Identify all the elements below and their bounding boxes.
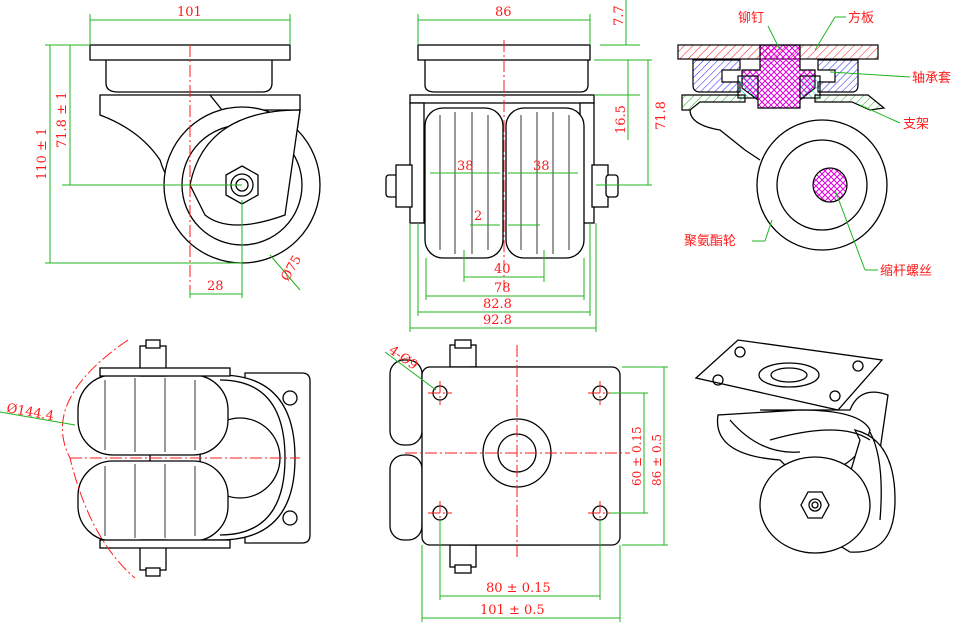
top-view-dimensions: 4-Ø9 60 ± 0.15 86 ± 0.5 80 ± 0.15 101 ± … — [384, 343, 668, 622]
dim-height-71-8: 71.8 ± 1 — [55, 92, 70, 148]
side-view — [385, 40, 619, 290]
dim-offset-28: 28 — [207, 279, 224, 294]
dim-width-101: 101 — [177, 5, 202, 20]
bottom-view-dimensions: Ø144.4 — [0, 401, 76, 426]
dim-plate-v: 86 ± 0.5 — [650, 434, 664, 486]
dim-hole-pitch-h: 80 ± 0.15 — [486, 581, 551, 596]
dim-width-86: 86 — [495, 5, 512, 20]
top-view — [389, 339, 630, 574]
dim-span-78: 78 — [494, 281, 511, 296]
isometric-view — [694, 339, 896, 554]
label-rivet: 铆钉 — [738, 11, 764, 26]
dim-wheel-width-right: 38 — [533, 159, 550, 174]
dim-span-92-8: 92.8 — [483, 313, 512, 328]
dim-top-7-7: 7.7 — [612, 5, 627, 26]
dim-span-82-8: 82.8 — [483, 297, 512, 312]
section-view-labels: 铆钉 方板 轴承套 支架 聚氨酯轮 缩杆螺丝 — [684, 10, 951, 279]
dim-plate-h: 101 ± 0.5 — [480, 603, 545, 618]
dim-71-8: 71.8 — [654, 101, 669, 130]
bottom-view — [61, 339, 311, 579]
label-pu-wheel: 聚氨酯轮 — [684, 234, 736, 249]
dim-swivel-diameter: Ø144.4 — [5, 401, 55, 424]
label-bracket: 支架 — [903, 117, 929, 132]
section-view — [677, 44, 888, 251]
front-view — [89, 44, 321, 300]
front-view-dimensions: 101 71.8 ± 1 110 ± 1 28 Ø75 — [35, 5, 305, 298]
side-view-dimensions: 86 7.7 16.5 71.8 38 38 2 40 78 82.8 9 — [409, 0, 669, 332]
label-bearing-sleeve: 轴承套 — [912, 70, 951, 86]
dim-hole-pitch-v: 60 ± 0.15 — [630, 426, 644, 486]
dim-gap-2: 2 — [474, 209, 482, 224]
dim-16-5: 16.5 — [614, 105, 629, 134]
dim-wheel-diameter: Ø75 — [278, 253, 305, 284]
dim-wheel-width-left: 38 — [457, 159, 474, 174]
label-plate: 方板 — [848, 10, 874, 26]
label-shrink-bolt: 缩杆螺丝 — [880, 263, 932, 279]
dim-span-40: 40 — [494, 262, 511, 277]
dim-height-110: 110 ± 1 — [35, 128, 50, 180]
